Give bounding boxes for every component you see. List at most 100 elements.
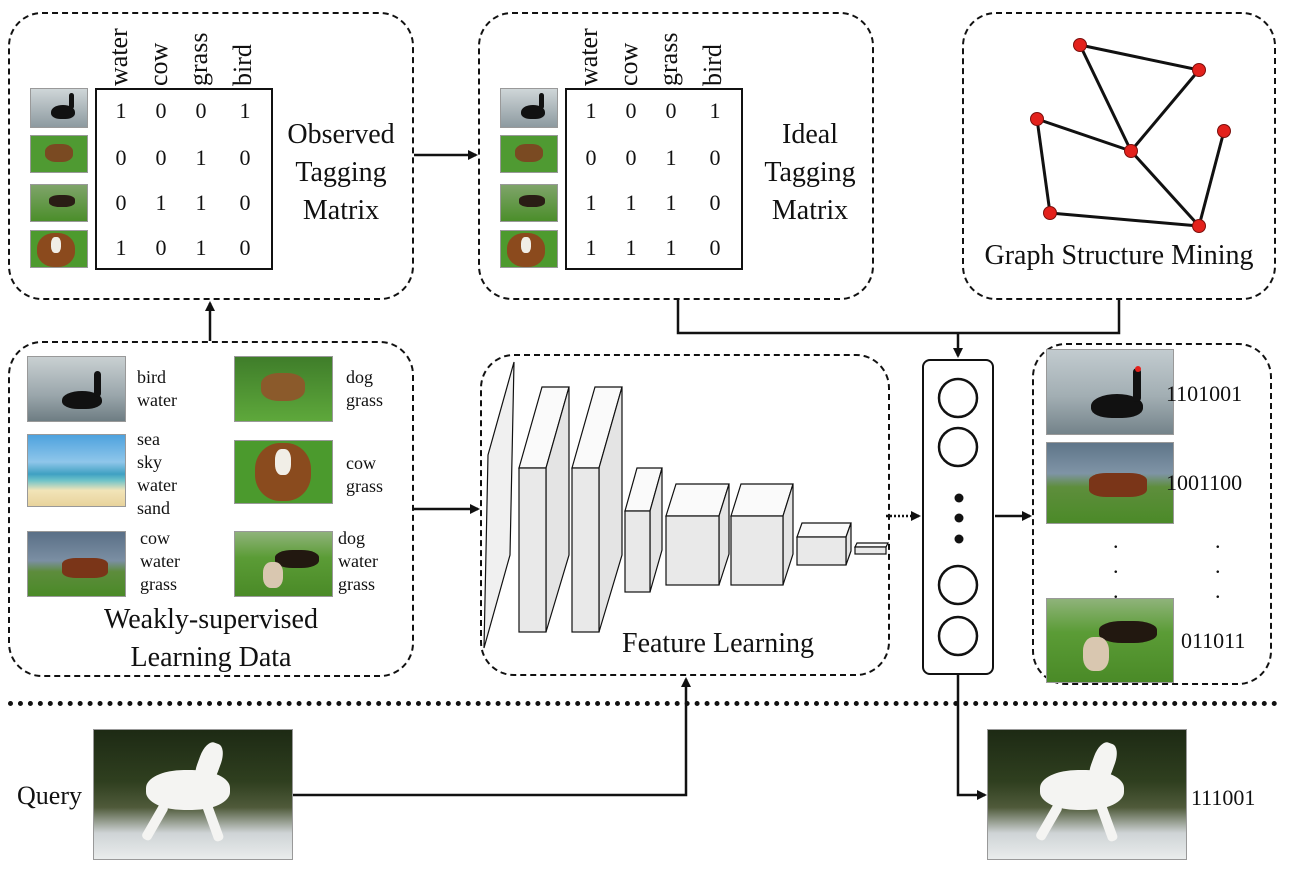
- matrix-cell: 1: [195, 190, 207, 215]
- weak-caption-line: Learning Data: [130, 642, 292, 673]
- weak-img-dog-water: [234, 531, 333, 597]
- train-test-separator: [8, 701, 1278, 706]
- weak-img-cow: [234, 440, 333, 504]
- tag-column-header: grass: [184, 32, 213, 86]
- matrix-cell: 0: [239, 235, 251, 260]
- thumb-cow-2: [500, 230, 558, 268]
- matrix-cell: 0: [239, 190, 251, 215]
- matrix-cell: 0: [155, 235, 167, 260]
- result-img-horse: [987, 729, 1187, 860]
- hash-layer: [922, 359, 994, 675]
- thumb-swan-1: [30, 88, 88, 128]
- weak-label-cow: cow grass: [346, 453, 383, 496]
- weak-img-dog: [234, 356, 333, 422]
- code-img-swan: [1046, 349, 1174, 435]
- weak-img-beach: [27, 434, 126, 507]
- matrix-cell: 0: [115, 190, 127, 215]
- ellipsis-dot: .: [1215, 578, 1221, 603]
- matrix-cell: 1: [195, 235, 207, 260]
- observed-caption-line: Matrix: [302, 195, 380, 226]
- ellipsis-dot: .: [1215, 528, 1221, 553]
- observed-caption-line: Tagging: [295, 157, 387, 188]
- matrix-cell: 1: [155, 190, 167, 215]
- weak-caption-line: Weakly-supervised: [104, 604, 318, 635]
- matrix-cell: 0: [709, 145, 721, 170]
- ellipsis-dot: .: [1113, 528, 1119, 553]
- matrix-cell: 0: [155, 145, 167, 170]
- query-code: 111001: [1191, 785, 1256, 810]
- feature-caption: Feature Learning: [622, 628, 815, 659]
- matrix-cell: 1: [625, 190, 637, 215]
- thumb-dog-1: [30, 135, 88, 173]
- thumb-dog-3: [500, 135, 558, 173]
- thumb-cow-1: [30, 230, 88, 268]
- ellipsis-dot: .: [1215, 553, 1221, 578]
- weak-label-dog-water: dog water grass: [338, 528, 378, 594]
- matrix-cell: 0: [155, 98, 167, 123]
- ideal-caption-line: Matrix: [771, 195, 849, 226]
- graph-panel: [962, 12, 1276, 300]
- matrix-cell: 0: [625, 145, 637, 170]
- thumb-dog-2: [30, 184, 88, 222]
- matrix-cell: 1: [115, 235, 127, 260]
- graph-caption: Graph Structure Mining: [984, 240, 1254, 271]
- weak-img-swan: [27, 356, 126, 422]
- code-label: 011011: [1181, 628, 1246, 653]
- ideal-matrix-panel: [478, 12, 874, 300]
- matrix-cell: 1: [709, 98, 721, 123]
- tag-column-header: water: [104, 28, 133, 86]
- tag-column-header: water: [574, 28, 603, 86]
- matrix-cell: 1: [239, 98, 251, 123]
- matrix-cell: 1: [665, 235, 677, 260]
- matrix-cell: 1: [665, 145, 677, 170]
- weak-label-beach: sea sky water sand: [137, 429, 177, 518]
- ideal-matrix: [565, 88, 743, 270]
- weak-data-panel: [8, 341, 414, 677]
- tag-column-header: cow: [144, 42, 173, 86]
- matrix-cell: 1: [585, 98, 597, 123]
- ideal-caption: Ideal Tagging Matrix: [746, 116, 874, 230]
- observed-matrix-panel: [8, 12, 414, 300]
- matrix-cell: 1: [585, 235, 597, 260]
- code-label: 1101001: [1166, 381, 1243, 406]
- weak-caption: Weakly-supervised Learning Data: [8, 601, 414, 677]
- arrow-query-to-cnn: [293, 677, 691, 797]
- weak-label-cow-water: cow water grass: [140, 528, 180, 594]
- weak-label-swan: bird water: [137, 367, 177, 410]
- matrix-cell: 1: [665, 190, 677, 215]
- matrix-cell: 0: [625, 98, 637, 123]
- thumb-dog-4: [500, 184, 558, 222]
- connector-ideal-graph: [676, 300, 1121, 335]
- code-label: 1001100: [1166, 470, 1243, 495]
- tag-column-header: grass: [654, 32, 683, 86]
- matrix-cell: 0: [709, 190, 721, 215]
- matrix-cell: 0: [239, 145, 251, 170]
- weak-img-cow-water: [27, 531, 126, 597]
- ideal-caption-line: Tagging: [764, 157, 856, 188]
- observed-caption: Observed Tagging Matrix: [276, 116, 406, 230]
- matrix-cell: 0: [195, 98, 207, 123]
- query-img-horse: [93, 729, 293, 860]
- observed-matrix: [95, 88, 273, 270]
- matrix-cell: 1: [625, 235, 637, 260]
- matrix-cell: 1: [195, 145, 207, 170]
- matrix-cell: 0: [585, 145, 597, 170]
- matrix-cell: 1: [585, 190, 597, 215]
- tag-column-header: bird: [228, 44, 257, 86]
- matrix-cell: 0: [665, 98, 677, 123]
- codes-panel: [1032, 343, 1272, 685]
- query-label: Query: [17, 781, 82, 810]
- ideal-caption-line: Ideal: [782, 119, 838, 150]
- code-img-dog: [1046, 598, 1174, 683]
- arrow-hash-to-result: [956, 675, 987, 800]
- ellipsis-dot: .: [1113, 578, 1119, 603]
- code-img-cow: [1046, 442, 1174, 524]
- matrix-cell: 1: [115, 98, 127, 123]
- observed-caption-line: Observed: [287, 119, 395, 150]
- tag-column-header: cow: [614, 42, 643, 86]
- tag-column-header: bird: [698, 44, 727, 86]
- weak-label-dog: dog grass: [346, 367, 383, 410]
- thumb-swan-2: [500, 88, 558, 128]
- matrix-cell: 0: [115, 145, 127, 170]
- matrix-cell: 0: [709, 235, 721, 260]
